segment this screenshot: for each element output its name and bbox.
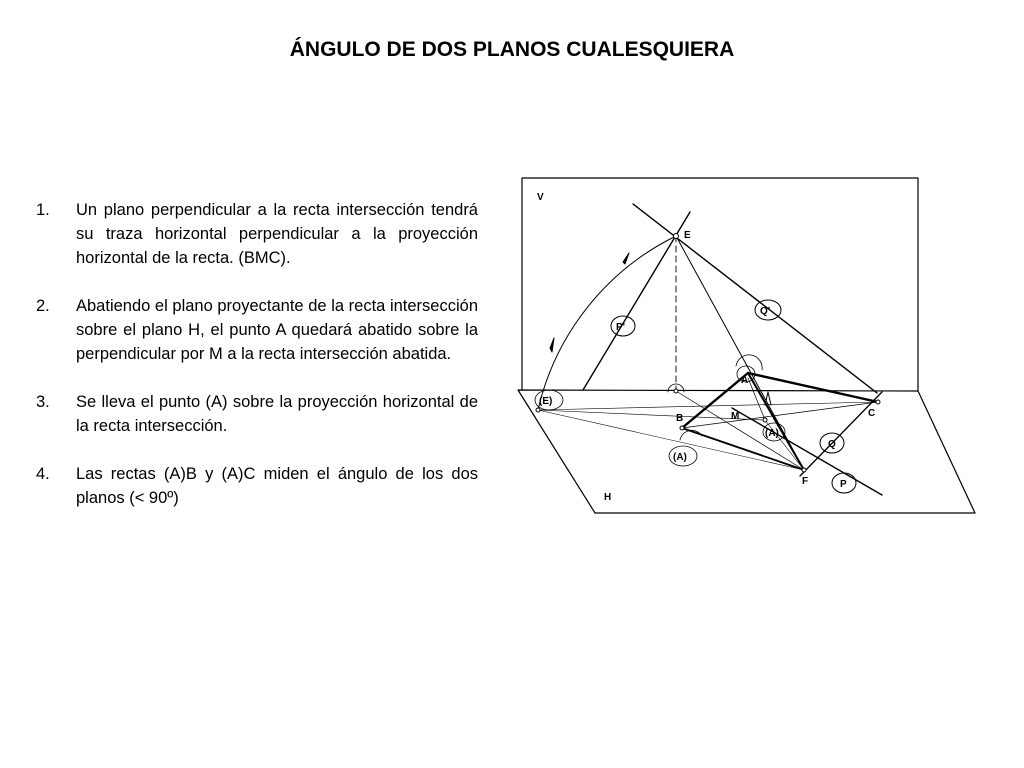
point-e xyxy=(673,233,679,239)
label-c: C xyxy=(868,408,875,419)
angle-mark xyxy=(667,383,685,393)
abatement-arc xyxy=(537,235,677,411)
list-item: 3. Se lleva el punto (A) sobre la proyec… xyxy=(36,390,478,438)
construction-line xyxy=(747,377,766,421)
list-item: 1. Un plano perpendicular a la recta int… xyxy=(36,198,478,270)
label-v: V xyxy=(537,192,544,203)
label-a: A xyxy=(741,375,748,386)
label-circle-a-ab xyxy=(762,422,786,442)
angle-mark xyxy=(735,354,763,371)
label-circle-a xyxy=(736,365,756,383)
line-a-f xyxy=(747,372,805,471)
page-title: ÁNGULO DE DOS PLANOS CUALESQUIERA xyxy=(289,38,735,61)
label-e-ab: (E) xyxy=(539,396,552,407)
point-e-ab xyxy=(535,407,541,413)
trace-bmc xyxy=(681,401,879,429)
geometry-diagram: V H E (E) P' Q' A (A) (A) B M C F P Q xyxy=(517,177,976,514)
step-text: Las rectas (A)B y (A)C miden el ángulo d… xyxy=(76,465,478,507)
label-e: E xyxy=(684,230,691,241)
steps-list: 1. Un plano perpendicular a la recta int… xyxy=(36,198,478,534)
arc-arrow xyxy=(622,252,630,265)
label-p: P xyxy=(840,479,847,490)
point-b xyxy=(679,425,685,431)
construction-line xyxy=(764,419,805,471)
arc-arrow xyxy=(764,391,772,406)
point-m xyxy=(762,417,768,423)
step-number: 4. xyxy=(36,465,50,483)
label-q-prime: Q' xyxy=(760,306,770,317)
vertical-plane-outline xyxy=(521,177,919,392)
label-a-ab2: (A) xyxy=(673,452,687,463)
construction-line xyxy=(675,390,805,471)
construction-line xyxy=(537,409,805,471)
label-q: Q xyxy=(828,439,836,450)
label-m: M xyxy=(731,411,739,422)
horizontal-plane-outline xyxy=(517,389,976,514)
intersection-vertical-projection xyxy=(675,235,805,471)
label-circle-q xyxy=(819,432,845,454)
label-h: H xyxy=(604,492,611,503)
arc-arrow xyxy=(549,337,555,353)
label-circle-p-prime xyxy=(610,315,636,337)
plane-p-vertical-trace xyxy=(632,203,878,394)
label-circle-e-ab xyxy=(534,389,564,411)
plane-q-vertical-trace xyxy=(582,211,691,391)
point-f xyxy=(801,467,807,473)
step-text: Se lleva el punto (A) sobre la proyecció… xyxy=(76,393,478,435)
step-text: Un plano perpendicular a la recta inters… xyxy=(76,201,478,267)
label-circle-p xyxy=(831,472,857,494)
point-ground xyxy=(673,388,679,394)
list-item: 4. Las rectas (A)B y (A)C miden el ángul… xyxy=(36,462,478,510)
point-c xyxy=(875,399,881,405)
plane-p-horizontal-trace xyxy=(731,407,883,496)
label-circle-q-prime xyxy=(754,299,782,321)
label-b: B xyxy=(676,413,683,424)
label-p-prime: P' xyxy=(616,322,625,333)
line-b-a xyxy=(680,371,750,430)
angle-mark xyxy=(679,429,703,441)
label-f: F xyxy=(802,476,808,487)
step-number: 2. xyxy=(36,297,50,315)
list-item: 2. Abatiendo el plano proyectante de la … xyxy=(36,294,478,366)
construction-line xyxy=(537,409,766,421)
step-text: Abatiendo el plano proyectante de la rec… xyxy=(76,297,478,363)
label-circle-a-ab2 xyxy=(668,445,698,467)
line-b-f xyxy=(681,427,805,471)
line-a-c xyxy=(746,371,880,404)
label-a-ab: (A) xyxy=(765,428,779,439)
plane-q-horizontal-trace xyxy=(799,391,883,477)
step-number: 1. xyxy=(36,201,50,219)
step-number: 3. xyxy=(36,393,50,411)
